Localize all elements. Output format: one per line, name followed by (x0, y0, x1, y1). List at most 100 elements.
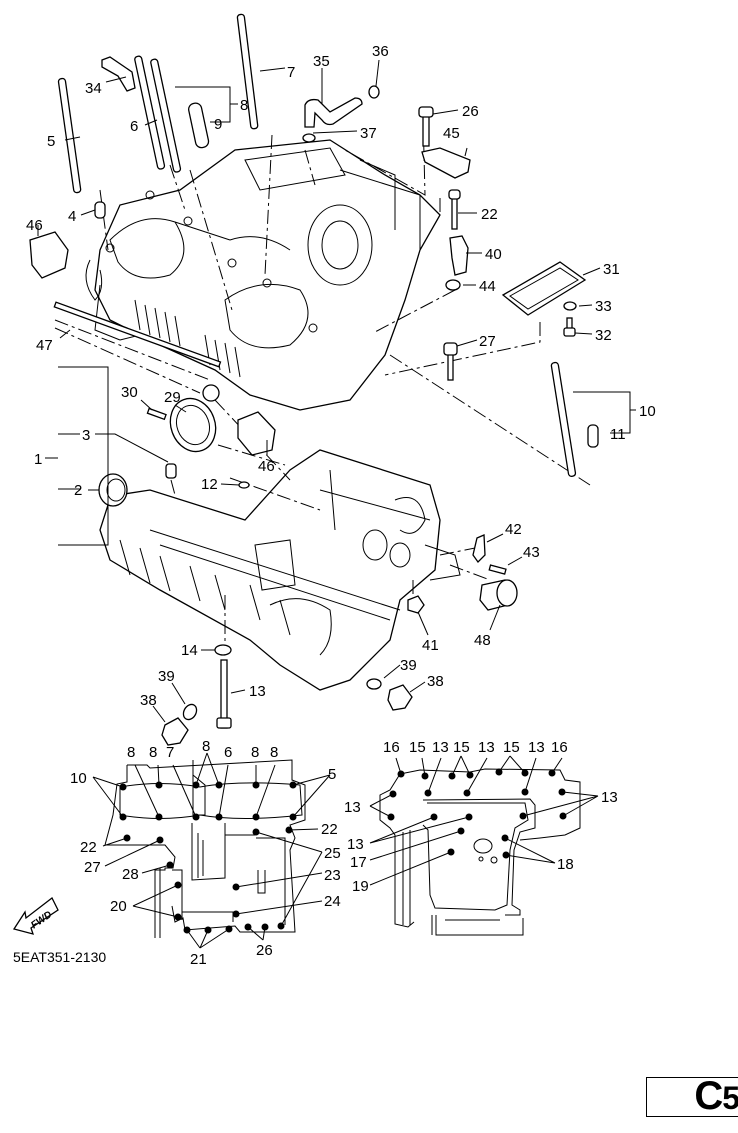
callout-label: 39 (400, 657, 417, 674)
forward-arrow-icon: FWD (12, 897, 59, 935)
dowel-11 (587, 424, 599, 448)
page-number: C5 (694, 1074, 738, 1119)
bracket-42 (472, 534, 486, 564)
callout-label: 8 (240, 97, 248, 114)
callout-label: 43 (523, 544, 540, 561)
callout-label: 4 (68, 208, 76, 225)
callout-label: 39 (158, 668, 175, 685)
bolt-43 (488, 564, 507, 575)
bolt-map-label: 26 (256, 942, 273, 959)
bolt-map-label: 15 (503, 739, 520, 756)
bolt-map-label: 23 (324, 867, 341, 884)
page-badge: C5 (646, 1074, 738, 1119)
guide-40 (449, 235, 469, 276)
callout-label: 30 (121, 384, 138, 401)
callout-label: 12 (201, 476, 218, 493)
bolt-map-label: 13 (528, 739, 545, 756)
bracket-34 (101, 56, 136, 92)
bolt-map-label: 13 (432, 739, 449, 756)
callout-label: 1 (34, 451, 42, 468)
callout-label: 31 (603, 261, 620, 278)
bolt-map-label: 8 (270, 744, 278, 761)
callout-label: 47 (36, 337, 53, 354)
lower-crankcase (99, 449, 461, 691)
callout-label: 48 (474, 632, 491, 649)
callout-label: 7 (287, 64, 295, 81)
bolt-map-label: 20 (110, 898, 127, 915)
bolt-map-label: 8 (251, 744, 259, 761)
callout-label: 27 (479, 333, 496, 350)
page-digit: 5 (722, 1080, 738, 1116)
callout-label: 36 (372, 43, 389, 60)
bolt-27 (447, 351, 454, 381)
bolt-map-label: 13 (601, 789, 618, 806)
stud-10 (550, 361, 577, 477)
clip-36 (368, 85, 380, 99)
bolt-map-label: 28 (122, 866, 139, 883)
small-parts (29, 56, 599, 746)
callout-label: 2 (74, 482, 82, 499)
callout-label: 11 (610, 426, 626, 443)
bolt-30 (146, 407, 167, 421)
bolt-map-label: 22 (80, 839, 97, 856)
plate-31 (501, 261, 587, 316)
bolt-map-label: 22 (321, 821, 338, 838)
bolt-map-label: 15 (409, 739, 426, 756)
callout-label: 22 (481, 206, 498, 223)
drawing-code: 5EAT351-2130 (13, 949, 106, 965)
callout-label: 45 (443, 125, 460, 142)
callout-label: 38 (140, 692, 157, 709)
callout-label: 34 (85, 80, 102, 97)
leader-lines (37, 59, 636, 723)
clip-37 (302, 133, 316, 143)
bolt-22 (451, 196, 458, 230)
callout-label: 9 (214, 116, 222, 133)
oring-39b (366, 678, 382, 690)
stud-8a (150, 58, 182, 173)
bolt-map-label: 15 (453, 739, 470, 756)
bolt-map-label: 21 (190, 951, 207, 968)
callout-label: 29 (164, 389, 181, 406)
lower-case-bolt-map: 16 15 13 15 13 15 13 16 13 13 13 17 19 1… (344, 739, 618, 936)
callout-label: 13 (249, 683, 266, 700)
callout-label: 5 (47, 133, 55, 150)
callout-label: 42 (505, 521, 522, 538)
callout-label: 10 (639, 403, 656, 420)
bolt-map-label: 27 (84, 859, 101, 876)
bolt-map-label: 16 (383, 739, 400, 756)
plug-38b (387, 684, 413, 711)
bolt-map-label: 24 (324, 893, 341, 910)
stud-7 (236, 13, 259, 130)
callout-label: 26 (462, 103, 479, 120)
callout-label: 35 (313, 53, 330, 70)
seal-2 (98, 473, 128, 507)
cover-29 (169, 397, 217, 453)
callout-label: 33 (595, 298, 612, 315)
upper-crankcase (85, 139, 441, 411)
bolt-map-label: 19 (352, 878, 369, 895)
callout-label: 40 (485, 246, 502, 263)
callout-label: 41 (422, 637, 439, 654)
stud-6 (134, 55, 166, 170)
callout-label: 46 (258, 458, 275, 475)
bolt-map-label: 10 (70, 770, 87, 787)
bolt-map-label: 8 (202, 738, 210, 755)
bolt-map-label: 13 (347, 836, 364, 853)
stud-5 (57, 77, 82, 194)
callout-label: 38 (427, 673, 444, 690)
bolt-map-label: 13 (344, 799, 361, 816)
oring-39a (182, 703, 198, 721)
bolt-map-label: 5 (328, 766, 336, 783)
washer-14 (214, 644, 232, 656)
rod-47 (53, 301, 222, 368)
callout-label: 44 (479, 278, 496, 295)
callout-label: 3 (82, 427, 90, 444)
bolt-map-label: 17 (350, 854, 367, 871)
callout-label: 37 (360, 125, 377, 142)
bolt-map-label: 7 (166, 744, 174, 761)
alignment-lines (54, 114, 591, 648)
dowel-3 (165, 463, 177, 479)
bolt-map-label: 16 (551, 739, 568, 756)
bolt-map-label: 13 (478, 739, 495, 756)
